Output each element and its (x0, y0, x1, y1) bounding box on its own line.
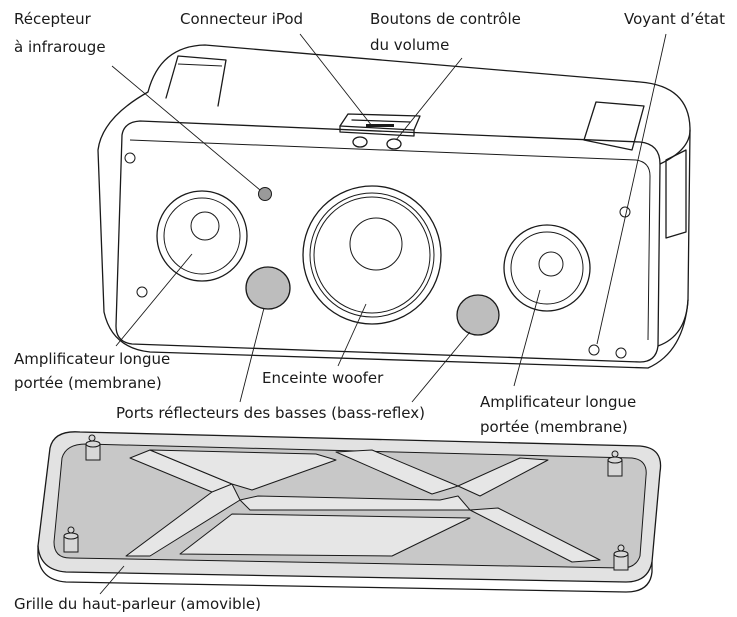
screw-bottom-left (136, 286, 148, 298)
rear-handle-left (165, 55, 227, 107)
label-woofer: Enceinte woofer (262, 369, 384, 387)
grille-peg-bottom-left (63, 526, 79, 553)
speaker-grille (37, 431, 662, 593)
grille-rib-right-x (457, 457, 601, 563)
label-grille: Grille du haut-parleur (amovible) (14, 595, 261, 613)
volume-button-plus (386, 138, 402, 150)
grille-peg-top-left (85, 434, 101, 461)
leader-status-light (596, 33, 667, 345)
leader-tweeter-left (115, 253, 193, 347)
leader-grille (99, 565, 125, 595)
grille-rib-center-top (149, 449, 337, 491)
label-ir-receiver-line1: Récepteur (14, 10, 92, 28)
speaker-side-face (659, 129, 691, 165)
leader-volume-buttons (395, 57, 463, 141)
leader-lines (99, 33, 667, 595)
rear-handle-right (583, 101, 645, 151)
label-bass-ports: Ports réflecteurs des basses (bass-refle… (116, 404, 425, 422)
leader-bass-port-left (239, 307, 265, 403)
label-tweeter-left-line1: Amplificateur longue (14, 350, 170, 368)
label-status-light: Voyant d’état (624, 10, 725, 28)
leader-tweeter-right (513, 289, 541, 387)
speaker-unit (97, 44, 691, 369)
label-volume-buttons-line1: Boutons de contrôle (370, 10, 521, 28)
woofer (302, 185, 442, 325)
label-ipod-connector: Connecteur iPod (180, 10, 303, 28)
grille-peg-top-right (607, 450, 623, 477)
label-ir-receiver-line2: à infrarouge (14, 38, 106, 56)
label-volume-buttons-line2: du volume (370, 36, 449, 54)
label-tweeter-right-line1: Amplificateur longue (480, 393, 636, 411)
ir-receiver (258, 187, 272, 201)
text-labels: Récepteur à infrarouge Connecteur iPod B… (14, 10, 725, 613)
label-tweeter-right-line2: portée (membrane) (480, 418, 628, 436)
volume-button-minus (352, 136, 368, 148)
grille-peg-bottom-right (613, 544, 629, 571)
bass-port-right (456, 294, 500, 336)
front-bezel-line (129, 139, 651, 341)
tweeter-left (156, 190, 248, 282)
side-handle-recess (665, 149, 687, 239)
screw-bottom-right-b (615, 347, 627, 359)
screw-bottom-right-a (588, 344, 600, 356)
screw-top-left (124, 152, 136, 164)
leader-bass-port-right (411, 331, 471, 403)
ipod-dock (339, 113, 421, 137)
label-tweeter-left-line2: portée (membrane) (14, 374, 162, 392)
leader-ir-receiver (111, 65, 261, 191)
tweeter-right (503, 224, 591, 312)
grille-rib-bottom (179, 513, 471, 557)
bass-port-left (245, 266, 291, 310)
leader-woofer (337, 303, 367, 367)
leader-ipod-connector (299, 33, 373, 127)
